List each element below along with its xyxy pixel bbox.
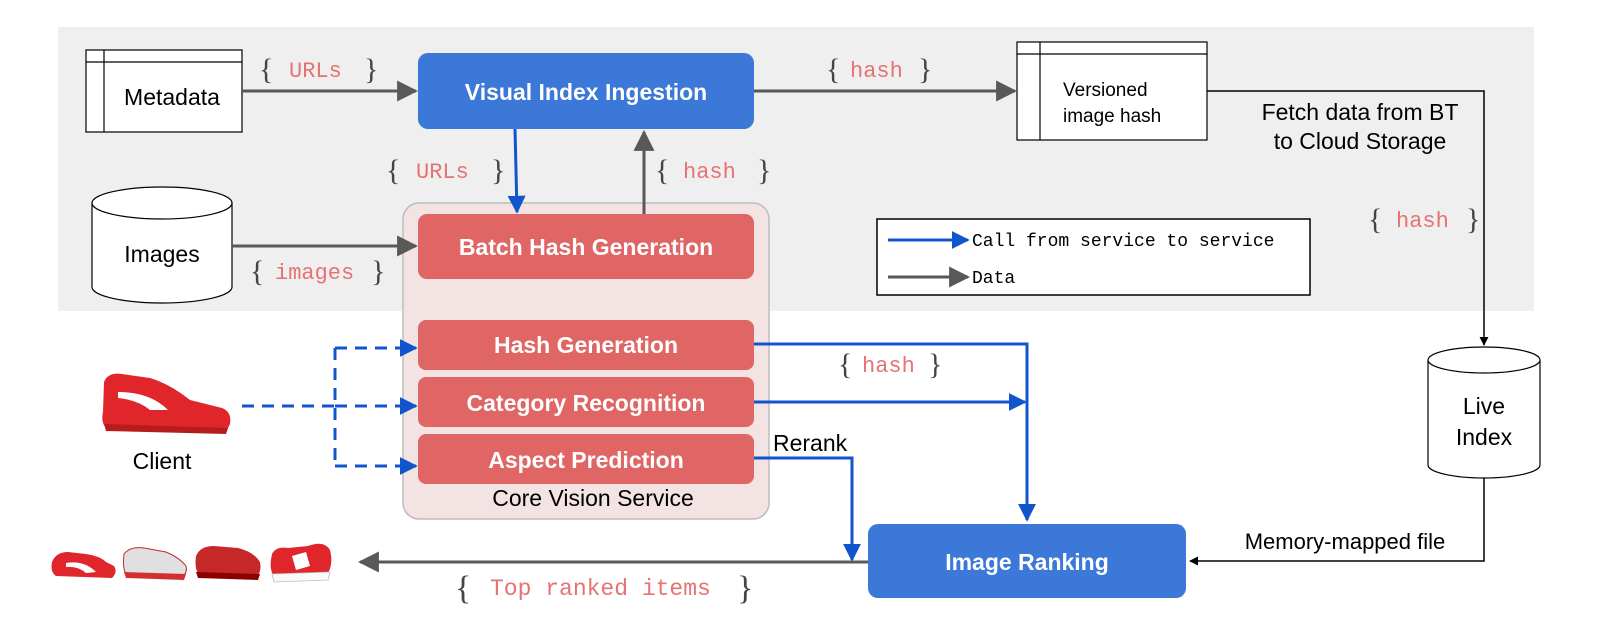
red-sneaker-icon (270, 543, 332, 583)
white-sneaker-icon (123, 547, 187, 580)
svg-text:{: { (826, 53, 840, 86)
category-recognition-label: Category Recognition (467, 390, 706, 416)
category-recognition-node: Category Recognition (418, 377, 754, 427)
images-database: Images (91, 186, 233, 304)
live-index-database: Live Index (1427, 346, 1541, 479)
versioned-hash-line2: image hash (1063, 106, 1161, 127)
metadata-label: Metadata (124, 84, 220, 110)
aspect-prediction-node: Aspect Prediction (418, 434, 754, 484)
fetch-data-line2: to Cloud Storage (1274, 128, 1447, 154)
legend-call-label: Call from service to service (972, 232, 1274, 252)
top-ranked-label: Top ranked items (490, 576, 711, 602)
visual-index-ingestion-label: Visual Index Ingestion (465, 79, 707, 105)
svg-text:}: } (364, 53, 378, 86)
hash-ranking-label: hash (862, 354, 915, 379)
image-ranking-label: Image Ranking (945, 549, 1109, 575)
hash-to-ranking-call-arrow (754, 342, 1036, 522)
svg-text:}: } (737, 570, 753, 607)
urls-top-label: URLs (289, 59, 342, 84)
svg-text:}: } (757, 154, 771, 187)
versioned-to-live-index-arrow (1207, 90, 1489, 346)
svg-text:{: { (1368, 203, 1382, 236)
hash-ranking-label-group: { hash } (838, 348, 942, 381)
hash-right-label: hash (1396, 209, 1449, 234)
svg-text:}: } (1466, 203, 1480, 236)
hash-top-label: hash (850, 59, 903, 84)
live-index-to-ranking-arrow (1189, 478, 1485, 566)
hash-generation-node: Hash Generation (418, 320, 754, 370)
urls-mid-label: URLs (416, 160, 469, 185)
ingestion-to-batch-call-arrow (507, 128, 526, 214)
rerank-label: Rerank (773, 430, 848, 456)
svg-text:{: { (250, 255, 264, 288)
svg-text:}: } (371, 255, 385, 288)
red-sneaker-icon (102, 373, 231, 434)
memory-mapped-label: Memory-mapped file (1245, 529, 1446, 554)
hash-mid-label-group: { hash } (655, 154, 771, 187)
red-sneaker-icon (51, 552, 116, 578)
urls-top-label-group: { URLs } (259, 53, 378, 86)
fetch-data-line1: Fetch data from BT (1262, 99, 1459, 125)
versioned-hash-node: Versioned image hash (1016, 41, 1208, 141)
visual-index-ingestion-node: Visual Index Ingestion (418, 53, 754, 129)
batch-hash-generation-label: Batch Hash Generation (459, 234, 713, 260)
svg-text:{: { (259, 53, 273, 86)
svg-text:{: { (455, 570, 471, 607)
image-ranking-node: Image Ranking (868, 524, 1186, 598)
svg-text:}: } (918, 53, 932, 86)
images-edge-label: images (275, 261, 354, 286)
versioned-hash-line1: Versioned (1063, 80, 1148, 101)
live-index-line1: Live (1463, 393, 1505, 419)
hash-mid-label: hash (683, 160, 736, 185)
svg-text:{: { (838, 348, 852, 381)
images-label: Images (124, 241, 199, 267)
metadata-node: Metadata (85, 49, 243, 133)
svg-text:{: { (655, 154, 669, 187)
top-ranked-label-group: { Top ranked items } (455, 570, 753, 607)
hash-right-label-group: { hash } (1368, 203, 1480, 236)
live-index-line2: Index (1456, 424, 1513, 450)
aspect-prediction-label: Aspect Prediction (488, 447, 684, 473)
hash-generation-label: Hash Generation (494, 332, 678, 358)
legend: Call from service to service Data (876, 218, 1311, 296)
images-label-group: { images } (250, 255, 385, 288)
core-vision-service-label: Core Vision Service (492, 485, 694, 511)
svg-text:}: } (491, 154, 505, 187)
urls-mid-label-group: { URLs } (386, 154, 505, 187)
batch-hash-generation-node: Batch Hash Generation (418, 214, 754, 279)
svg-text:}: } (928, 348, 942, 381)
red-sneaker-icon (195, 546, 261, 580)
svg-text:{: { (386, 154, 400, 187)
aspect-rerank-call-arrow (754, 456, 861, 562)
client-label: Client (133, 448, 192, 474)
legend-data-label: Data (972, 269, 1015, 289)
hash-top-label-group: { hash } (826, 53, 932, 86)
